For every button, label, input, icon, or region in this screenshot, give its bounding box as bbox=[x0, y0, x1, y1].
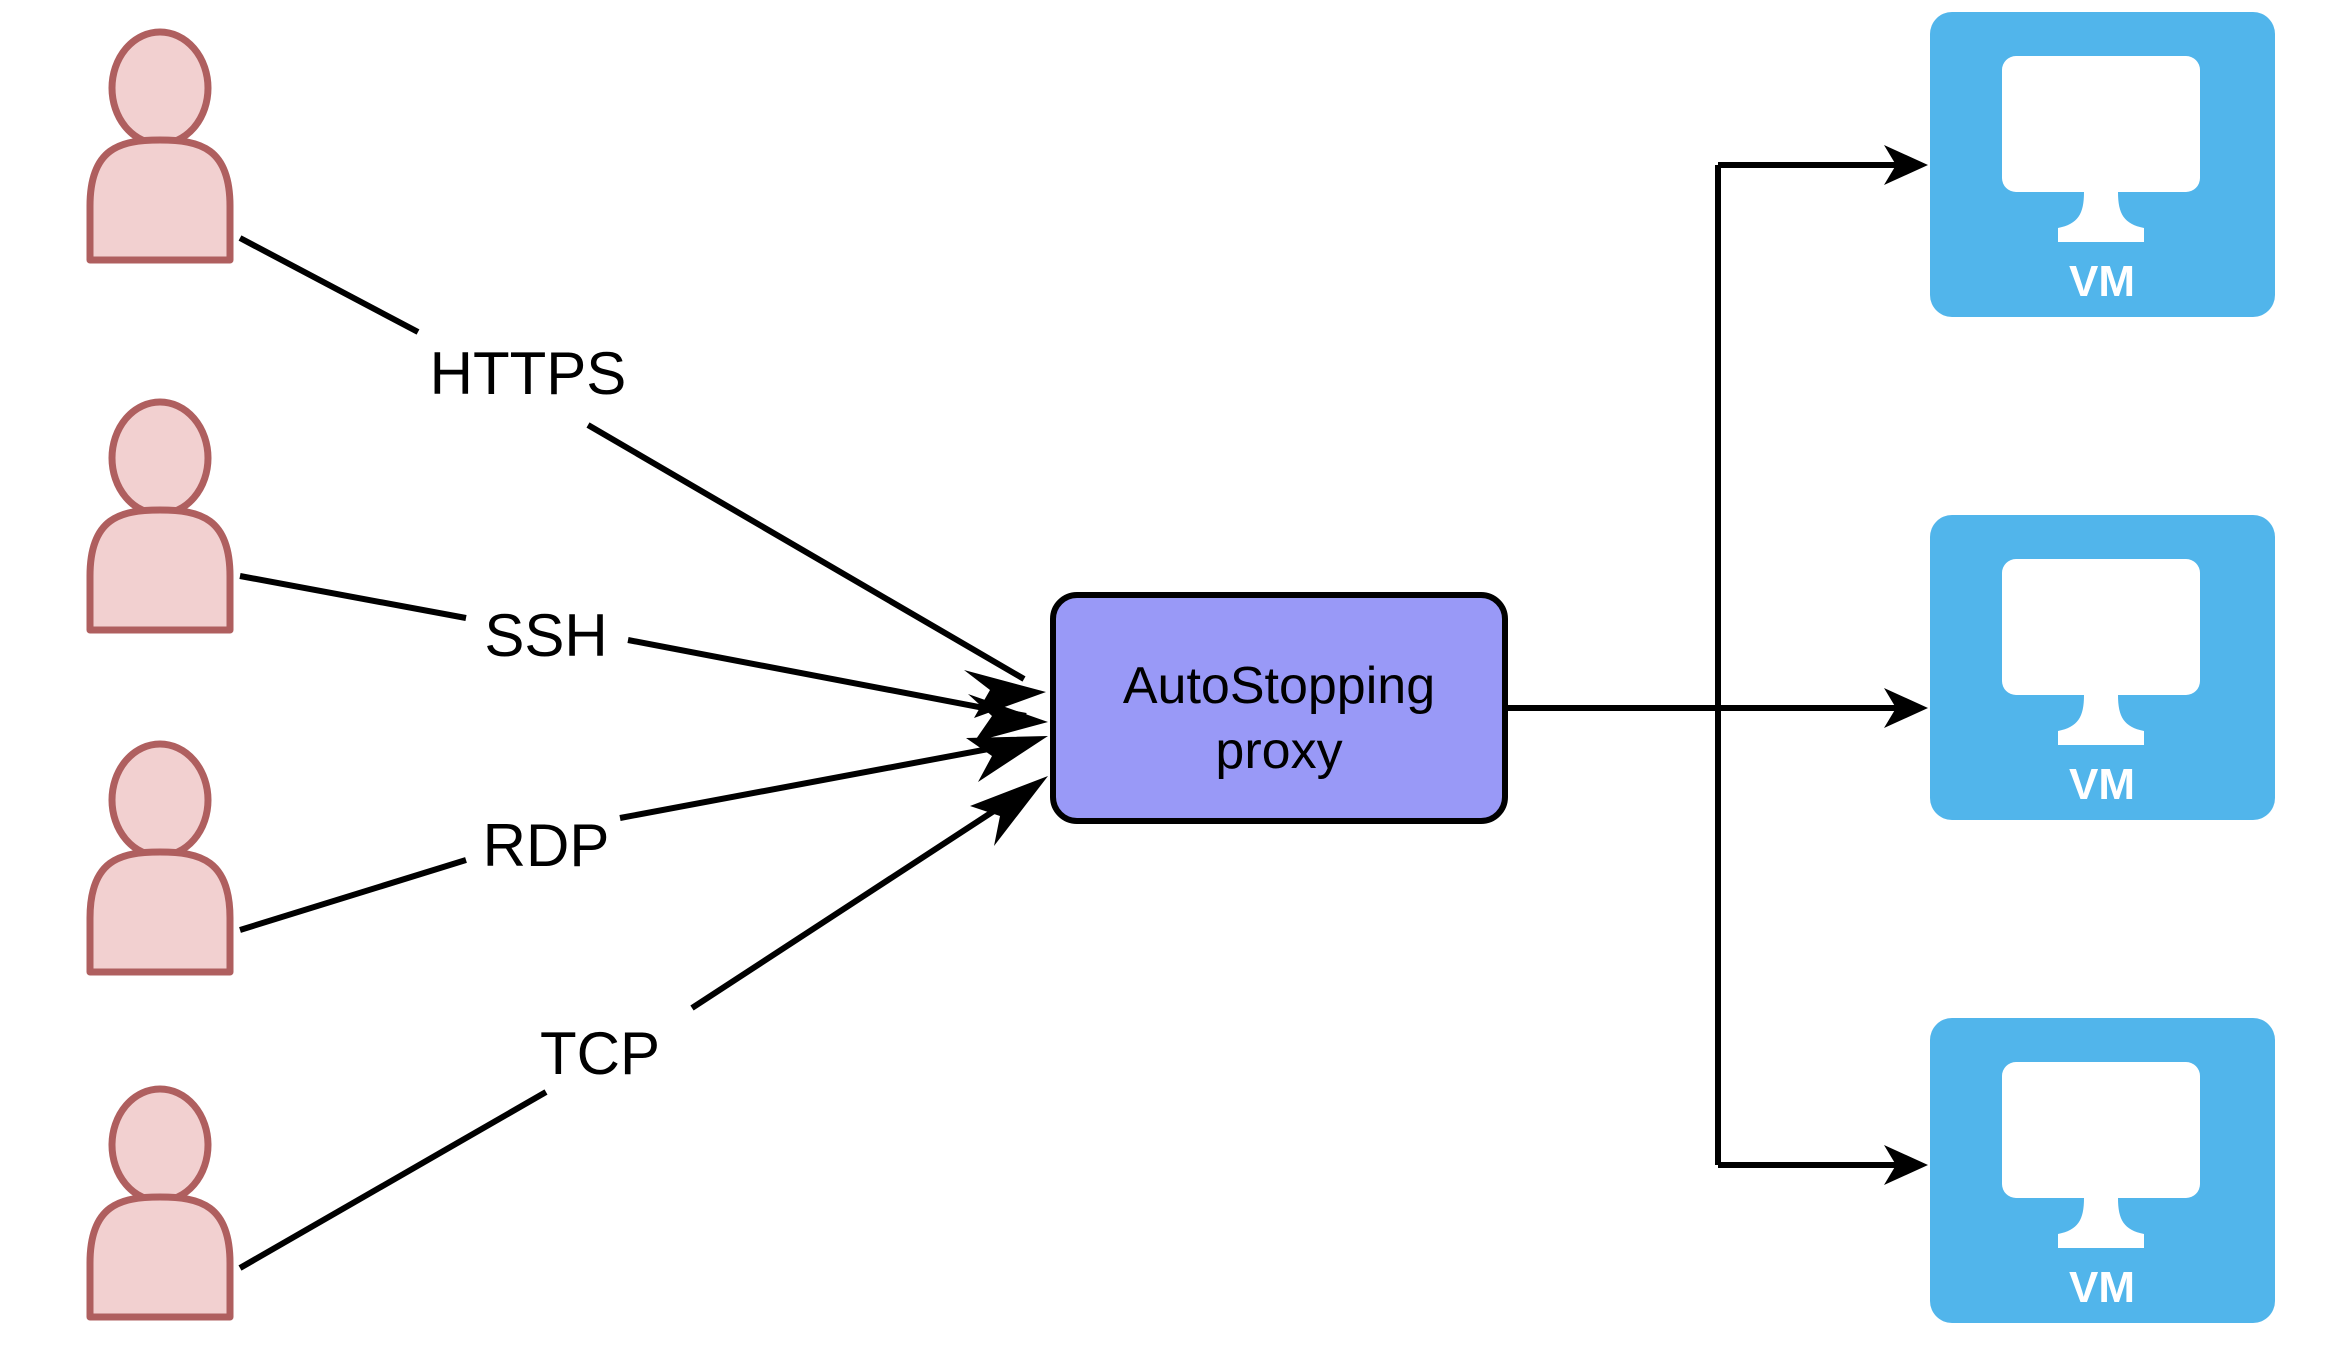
actor-2[interactable] bbox=[90, 402, 230, 630]
vm-node-2-label: VM bbox=[2069, 760, 2135, 809]
vm-node-2[interactable]: VM bbox=[1930, 515, 2275, 820]
actor-3[interactable] bbox=[90, 744, 230, 972]
proxy-label-line2: proxy bbox=[1215, 722, 1342, 780]
edge-proxy-to-vms bbox=[1505, 145, 1928, 1185]
edge-label-tcp: TCP bbox=[540, 1020, 660, 1087]
vm-node-1[interactable]: VM bbox=[1930, 12, 2275, 317]
edge-label-https: HTTPS bbox=[430, 340, 627, 407]
edge-actor4-to-proxy bbox=[238, 776, 1048, 1271]
edge-actor1-to-proxy bbox=[238, 235, 1046, 718]
vm-node-3[interactable]: VM bbox=[1930, 1018, 2275, 1323]
proxy-label-line1: AutoStopping bbox=[1123, 657, 1435, 715]
vm-node-1-label: VM bbox=[2069, 257, 2135, 306]
edge-actor3-to-proxy bbox=[239, 736, 1048, 933]
actor-1[interactable] bbox=[90, 32, 230, 260]
edge-label-rdp: RDP bbox=[483, 812, 610, 879]
edge-label-ssh: SSH bbox=[484, 602, 607, 669]
autostopping-proxy-node[interactable]: AutoStopping proxy bbox=[1050, 592, 1508, 824]
edge-actor2-to-proxy bbox=[239, 573, 1048, 742]
actor-4[interactable] bbox=[90, 1089, 230, 1317]
vm-node-3-label: VM bbox=[2069, 1263, 2135, 1312]
